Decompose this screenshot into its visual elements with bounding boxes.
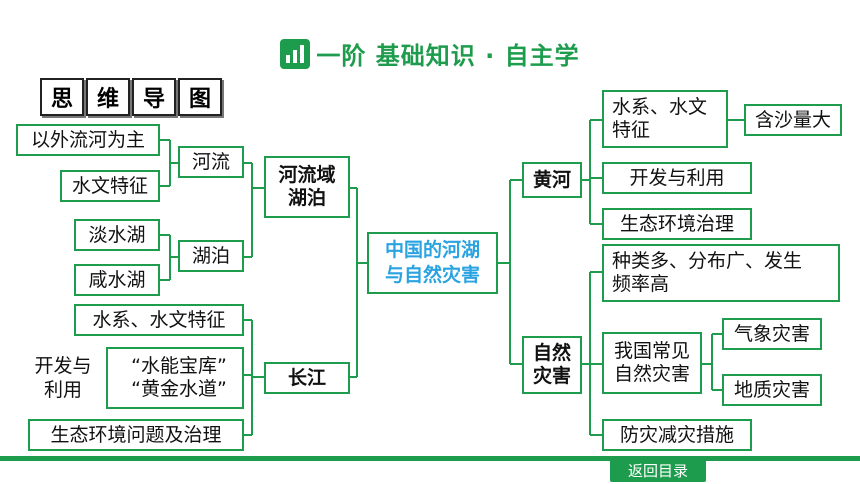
river-item-exorheic: 以外流河为主 xyxy=(16,124,160,156)
lake-item-saltwater: 咸水湖 xyxy=(74,264,160,296)
dis-types-line2: 频率高 xyxy=(612,273,670,295)
center-line2: 与自然灾害 xyxy=(384,264,480,286)
cj-eco-node: 生态环境问题及治理 xyxy=(28,419,244,451)
hh-eco-node: 生态环境治理 xyxy=(602,208,752,240)
disaster-line1: 自然 xyxy=(532,342,571,365)
back-to-contents-button[interactable]: 返回目录 xyxy=(610,458,706,482)
badge-char: 导 xyxy=(132,78,176,116)
dis-weather-node: 气象灾害 xyxy=(722,318,822,350)
center-topic-node: 中国的河湖 与自然灾害 xyxy=(367,232,498,294)
bar-chart-icon xyxy=(280,39,311,69)
lake-item-freshwater: 淡水湖 xyxy=(74,219,160,251)
badge-char: 思 xyxy=(40,78,84,116)
huanghe-node: 黄河 xyxy=(522,162,582,198)
rivers-lakes-node: 河流域 湖泊 xyxy=(264,156,350,218)
dis-common-node: 我国常见 自然灾害 xyxy=(602,332,702,394)
badge-char: 维 xyxy=(86,78,130,116)
rivers-node: 河流 xyxy=(178,146,244,178)
rivers-lakes-line1: 河流域 xyxy=(278,164,336,187)
disaster-node: 自然 灾害 xyxy=(522,336,582,394)
hh-hydrology-line2: 特征 xyxy=(612,119,651,141)
cj-dev-brace xyxy=(106,347,116,409)
cj-hydrology-node: 水系、水文特征 xyxy=(74,304,244,336)
cj-dev-item1: “水能宝库” xyxy=(131,355,227,378)
cj-dev-label-line2: 利用 xyxy=(43,378,82,401)
lakes-node: 湖泊 xyxy=(178,240,244,272)
cj-dev-node: “水能宝库” “黄金水道” xyxy=(116,347,244,409)
cj-dev-label-line1: 开发与 xyxy=(34,355,92,377)
dis-common-line1: 我国常见 xyxy=(613,340,690,363)
dis-types-line1: 种类多、分布广、发生 xyxy=(612,250,803,273)
river-item-hydrology: 水文特征 xyxy=(60,170,160,202)
mind-map-badge: 思 维 导 图 xyxy=(40,78,224,116)
title-text: 一阶 基础知识 · 自主学 xyxy=(316,42,580,70)
page-title: 一阶 基础知识 · 自主学 xyxy=(0,36,860,70)
rivers-lakes-line2: 湖泊 xyxy=(287,187,326,209)
cj-dev-label: 开发与 利用 xyxy=(28,355,98,403)
footer-bar xyxy=(0,456,860,461)
hh-dev-node: 开发与利用 xyxy=(602,162,752,194)
hh-sediment-node: 含沙量大 xyxy=(744,104,842,136)
badge-char: 图 xyxy=(178,78,222,116)
cj-dev-item2: “黄金水道” xyxy=(131,378,227,400)
dis-measures-node: 防灾减灾措施 xyxy=(602,419,752,451)
center-line1: 中国的河湖 xyxy=(384,239,480,262)
hh-hydrology-line1: 水系、水文 xyxy=(612,96,708,119)
dis-types-node: 种类多、分布广、发生 频率高 xyxy=(602,244,840,302)
changjiang-node: 长江 xyxy=(264,362,350,394)
hh-hydrology-node: 水系、水文 特征 xyxy=(602,90,728,148)
dis-common-line2: 自然灾害 xyxy=(613,363,690,385)
dis-geo-node: 地质灾害 xyxy=(722,374,822,406)
disaster-line2: 灾害 xyxy=(532,365,571,387)
